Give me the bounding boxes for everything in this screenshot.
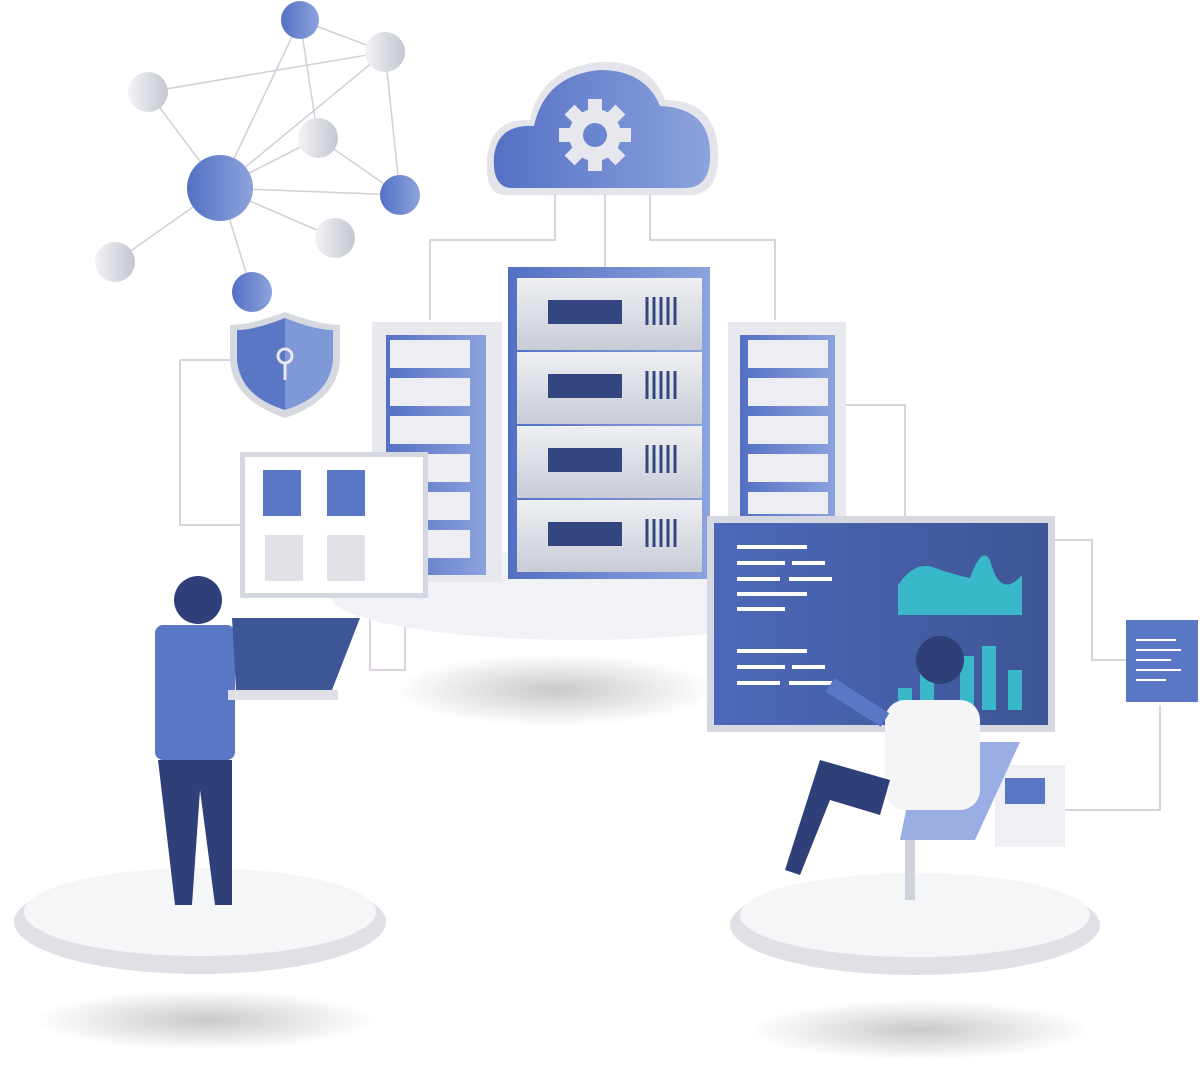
person-standing-with-laptop xyxy=(155,576,360,905)
network-graph xyxy=(95,1,420,312)
photo-document xyxy=(995,765,1065,847)
connector-lines xyxy=(179,195,1161,811)
dashboard-screen xyxy=(707,516,1055,732)
server-rack-center xyxy=(508,267,710,579)
server-rack-right xyxy=(728,322,846,522)
network-node-hub xyxy=(187,155,253,221)
shield xyxy=(230,312,340,418)
image-file-icon xyxy=(265,535,303,581)
floating-document xyxy=(1126,620,1198,702)
file-panel xyxy=(240,452,428,598)
person-sitting-in-chair xyxy=(785,636,1020,900)
document-gray-icon xyxy=(327,535,365,581)
document-icon xyxy=(327,470,365,516)
gear-icon xyxy=(559,99,631,171)
platform-shadow xyxy=(395,654,715,726)
keyhole-icon xyxy=(276,347,294,380)
area-chart xyxy=(898,555,1022,615)
document-icon xyxy=(263,470,301,516)
cloud xyxy=(486,61,719,196)
